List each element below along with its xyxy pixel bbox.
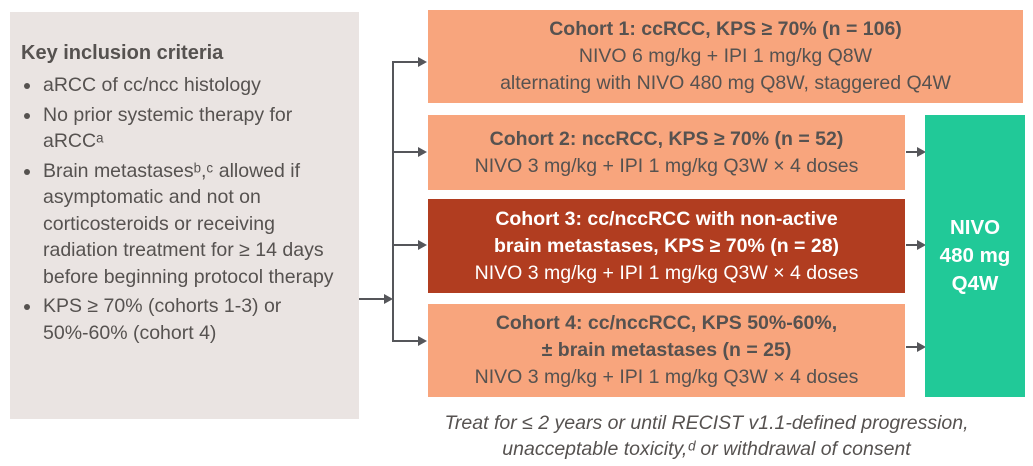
cohort-3-title-line-2: brain metastases, KPS ≥ 70% (n = 28) [493,234,840,257]
inclusion-bullet-brain-metastases: Brain metastasesᵇ,ᶜ allowed if asymptoma… [42,158,349,291]
inclusion-bullet-no-prior-therapy: No prior systemic therapy for aRCCᵃ [42,102,349,155]
feed-arrowhead-icon [384,294,393,304]
arrowhead-cohort-3-icon [418,240,427,250]
treatment-duration-note-line-1: Treat for ≤ 2 years or until RECIST v1.1… [444,412,969,434]
cohort-1-title: Cohort 1: ccRCC, KPS ≥ 70% (n = 106) [549,18,902,40]
inclusion-criteria-title: Key inclusion criteria [21,42,224,64]
connector-trunk-line [392,61,394,342]
arrowhead-cohort-4-to-nivo-icon [917,342,926,352]
cohort-1-dose-line-1: NIVO 6 mg/kg + IPI 1 mg/kg Q8W [578,45,873,67]
arrowhead-cohort-2-to-nivo-icon [917,147,926,157]
cohort-4-title-line-1: Cohort 4: cc/nccRCC, KPS 50%-60%, [495,312,838,334]
treatment-duration-note: Treat for ≤ 2 years or until RECIST v1.1… [380,411,1033,462]
arrowhead-cohort-2-icon [418,147,427,157]
arrow-line-cohort-3-to-nivo [906,244,918,246]
cohort-1-box: Cohort 1: ccRCC, KPS ≥ 70% (n = 106) NIV… [428,10,1023,103]
branch-line-cohort-4 [393,340,419,342]
cohort-2-title: Cohort 2: nccRCC, KPS ≥ 70% (n = 52) [489,127,844,150]
inclusion-bullet-histology: aRCC of cc/ncc histology [42,72,349,99]
cohort-4-box: Cohort 4: cc/nccRCC, KPS 50%-60%, ± brai… [428,304,905,397]
cohort-4-title-line-2: ± brain metastases (n = 25) [541,339,792,361]
nivo-maintenance-label: NIVO 480 mg Q4W [939,216,1011,295]
inclusion-bullet-kps: KPS ≥ 70% (cohorts 1-3) or 50%-60% (coho… [42,293,349,346]
arrowhead-cohort-1-icon [418,57,427,67]
inclusion-criteria-panel: Key inclusion criteria aRCC of cc/ncc hi… [10,12,359,419]
cohort-2-box: Cohort 2: nccRCC, KPS ≥ 70% (n = 52) NIV… [428,115,905,190]
branch-line-cohort-3 [393,244,419,246]
branch-line-cohort-1 [393,61,419,63]
connector-feed-line [359,298,386,300]
cohort-3-box: Cohort 3: cc/nccRCC with non-active brai… [428,199,905,293]
cohort-1-dose-line-2: alternating with NIVO 480 mg Q8W, stagge… [500,72,951,94]
nivo-maintenance-box: NIVO 480 mg Q4W [925,115,1025,397]
inclusion-criteria-list: aRCC of cc/ncc histology No prior system… [21,72,349,346]
arrow-line-cohort-2-to-nivo [906,151,918,153]
arrow-line-cohort-4-to-nivo [906,346,918,348]
cohort-3-title-line-1: Cohort 3: cc/nccRCC with non-active [495,207,838,230]
cohort-2-dose-line: NIVO 3 mg/kg + IPI 1 mg/kg Q3W × 4 doses [474,154,859,177]
branch-line-cohort-2 [393,151,419,153]
cohort-3-dose-line: NIVO 3 mg/kg + IPI 1 mg/kg Q3W × 4 doses [474,261,859,284]
cohort-4-dose-line: NIVO 3 mg/kg + IPI 1 mg/kg Q3W × 4 doses [474,366,859,388]
arrowhead-cohort-4-icon [418,336,427,346]
arrowhead-cohort-3-to-nivo-icon [917,240,926,250]
treatment-duration-note-line-2: unacceptable toxicity,ᵈ or withdrawal of… [502,437,911,460]
